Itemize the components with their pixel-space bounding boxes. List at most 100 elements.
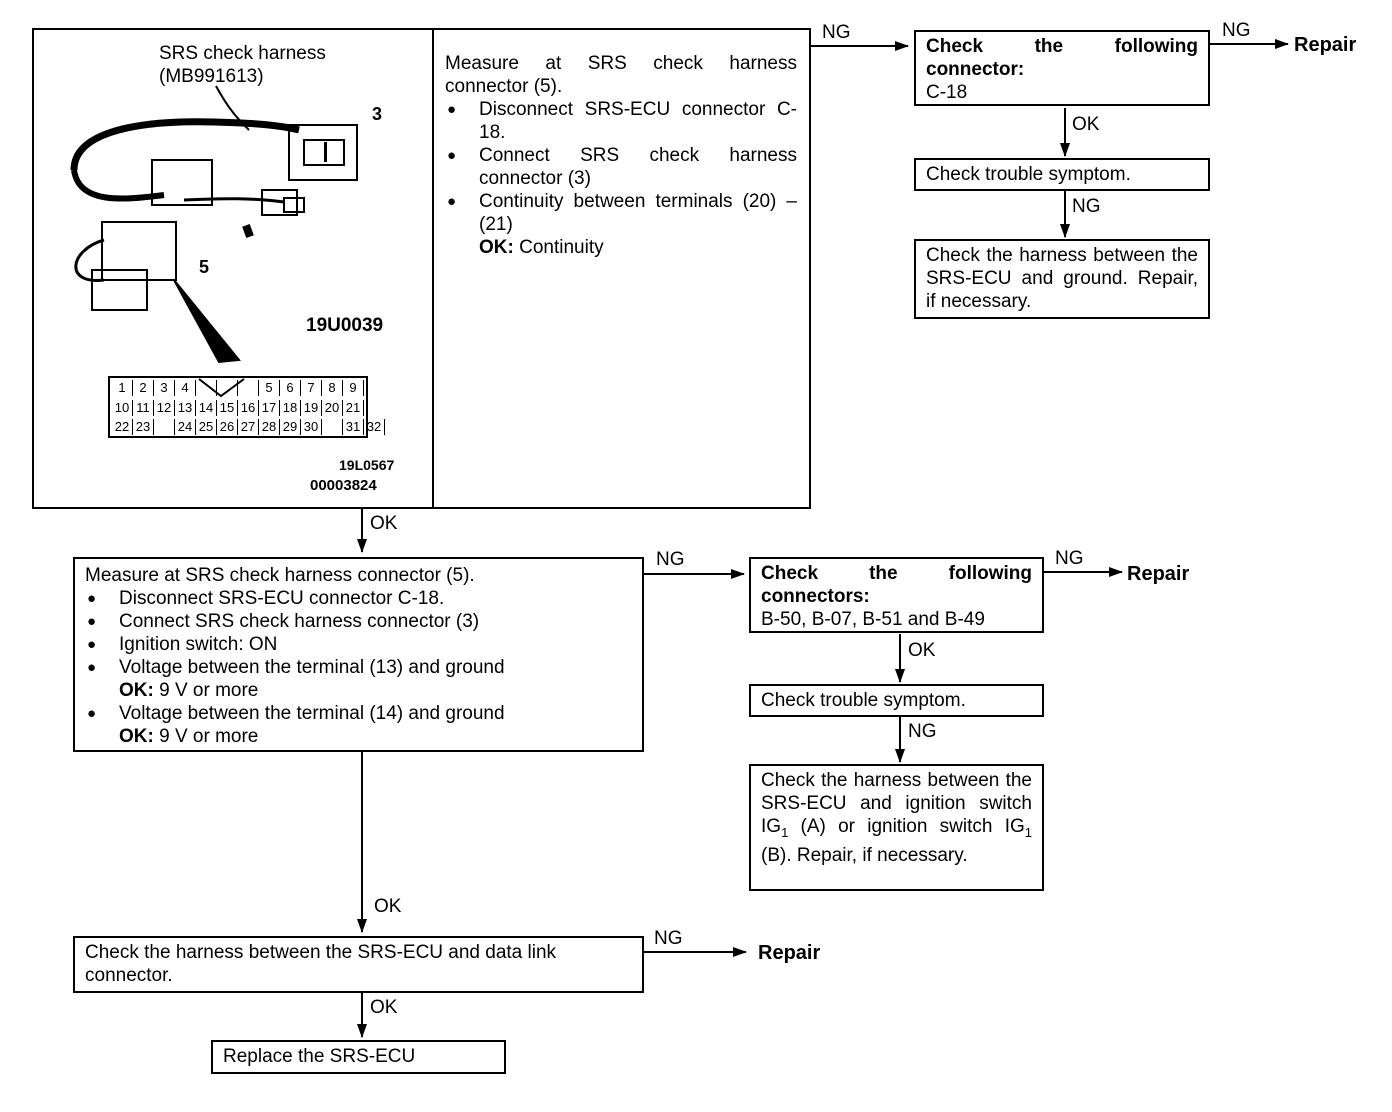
- step2-voltage-13-ok-value: 9 V or more: [159, 680, 259, 701]
- branch1-check-value: C-18: [926, 82, 968, 103]
- branch2-harness-part-1: Check the harness between the SRS-ECU an…: [761, 770, 1032, 837]
- branch1-check-connector-box: Check the following connector: C-18: [914, 30, 1210, 106]
- step2-voltage-14-ok-value: 9 V or more: [159, 726, 259, 747]
- callout-wedge: [173, 279, 241, 364]
- step2-voltage-13-ok-label: OK:: [119, 680, 154, 701]
- pin-15: 15: [217, 400, 238, 416]
- pin-5: 5: [259, 380, 280, 396]
- pin-17: 17: [259, 400, 280, 416]
- label-ok-branch2: OK: [908, 640, 936, 661]
- branch1-check-title: Check the following connector:: [926, 36, 1198, 80]
- pin-2: 2: [133, 380, 154, 396]
- pin-6: 6: [280, 380, 301, 396]
- step1-item-1: Disconnect SRS-ECU connector C-18.: [445, 98, 797, 144]
- label-ng-step2: NG: [656, 549, 685, 570]
- pin-25: 25: [196, 419, 217, 435]
- step2-item-1: Disconnect SRS-ECU connector C-18.: [85, 587, 632, 610]
- harness-title: SRS check harness: [159, 43, 326, 64]
- step2-intro: Measure at SRS check harness connector (…: [85, 565, 475, 586]
- repair-branch1: Repair: [1294, 34, 1357, 56]
- label-ng-branch1: NG: [1222, 20, 1251, 41]
- pin-9: 9: [343, 380, 364, 396]
- branch2-harness: Check the harness between the SRS-ECU an…: [761, 769, 1032, 867]
- branch1-harness: Check the harness between the SRS-ECU an…: [926, 245, 1198, 312]
- branch2-symptom: Check trouble symptom.: [761, 690, 966, 711]
- label-ng-step1: NG: [822, 22, 851, 43]
- branch2-check-connectors-box: Check the following connectors: B-50, B-…: [749, 557, 1044, 633]
- step2-voltage-14-ok: OK: 9 V or more: [119, 725, 632, 748]
- step1-box: SRS check harness (MB991613): [32, 28, 811, 509]
- connector-5-icon: [101, 221, 177, 281]
- step2-voltage-14: Voltage between the terminal (14) and gr…: [85, 702, 632, 748]
- pin-blank: [322, 419, 343, 435]
- harness-illustration: [70, 85, 368, 438]
- step1-instructions: Measure at SRS check harness connector (…: [445, 52, 797, 259]
- pin-11: 11: [133, 400, 154, 416]
- pin-1: 1: [112, 380, 133, 396]
- harness-cable: [70, 118, 300, 171]
- pin-30: 30: [301, 419, 322, 435]
- step2-list: Disconnect SRS-ECU connector C-18. Conne…: [85, 587, 632, 748]
- final-box: Replace the SRS-ECU: [211, 1040, 506, 1074]
- step1-list: Disconnect SRS-ECU connector C-18. Conne…: [445, 98, 797, 236]
- illustration-panel: SRS check harness (MB991613): [34, 30, 434, 507]
- pin-18: 18: [280, 400, 301, 416]
- pin-32: 32: [364, 419, 385, 435]
- pin-24: 24: [175, 419, 196, 435]
- harness-leader-line: [215, 85, 250, 131]
- step1-item-3: Continuity between terminals (20) – (21): [445, 190, 797, 236]
- pin-20: 20: [322, 400, 343, 416]
- label-ok-step1: OK: [370, 513, 398, 534]
- pin-12: 12: [154, 400, 175, 416]
- label-ng-branch1-symptom: NG: [1072, 196, 1101, 217]
- final-text: Replace the SRS-ECU: [223, 1046, 416, 1067]
- pin-14: 14: [196, 400, 217, 416]
- step2-voltage-14-ok-label: OK:: [119, 726, 154, 747]
- step1-ok: OK: Continuity: [445, 236, 797, 259]
- pin-10: 10: [112, 400, 133, 416]
- step2-item-3: Ignition switch: ON: [85, 633, 632, 656]
- label-ng-step3: NG: [654, 928, 683, 949]
- connector-relay-icon: [151, 159, 213, 206]
- branch2-harness-sub-2: 1: [1024, 824, 1032, 840]
- branch1-symptom-box: Check trouble symptom.: [914, 158, 1210, 191]
- step2-voltage-14-text: Voltage between the terminal (14) and gr…: [119, 703, 505, 724]
- branch2-harness-part-2: (A) or ignition switch IG: [788, 816, 1025, 837]
- pin-blank: [217, 380, 238, 396]
- pin-29: 29: [280, 419, 301, 435]
- pin-19: 19: [301, 400, 322, 416]
- branch2-check-title: Check the following connectors:: [761, 563, 1032, 607]
- label-ok-step3: OK: [370, 997, 398, 1018]
- pin-27: 27: [238, 419, 259, 435]
- step2-box: Measure at SRS check harness connector (…: [73, 557, 644, 752]
- label-ok-step2: OK: [374, 896, 402, 917]
- pin-blank: [154, 419, 175, 435]
- branch2-harness-box: Check the harness between the SRS-ECU an…: [749, 764, 1044, 891]
- figure-code-1: 19U0039: [306, 315, 384, 336]
- pin-22: 22: [112, 419, 133, 435]
- step3-text: Check the harness between the SRS-ECU an…: [85, 942, 557, 986]
- step2-voltage-13: Voltage between the terminal (13) and gr…: [85, 656, 632, 702]
- branch2-symptom-box: Check trouble symptom.: [749, 684, 1044, 717]
- step1-ok-value: Continuity: [519, 237, 604, 258]
- pin-31: 31: [343, 419, 364, 435]
- repair-branch2: Repair: [1127, 563, 1190, 585]
- pin-23: 23: [133, 419, 154, 435]
- step3-box: Check the harness between the SRS-ECU an…: [73, 936, 644, 993]
- label-ng-branch2-symptom: NG: [908, 721, 937, 742]
- harness-part-number: (MB991613): [159, 66, 264, 87]
- branch2-harness-sub-1: 1: [781, 824, 789, 840]
- pin-3: 3: [154, 380, 175, 396]
- branch2-harness-part-3: (B). Repair, if necessary.: [761, 844, 968, 866]
- connector-lower-icon: [91, 269, 148, 311]
- connector-3-label: 3: [372, 104, 383, 124]
- pin-blank: [238, 380, 259, 396]
- step2-item-2: Connect SRS check harness connector (3): [85, 610, 632, 633]
- step1-intro: Measure at SRS check harness connector (…: [445, 53, 797, 97]
- pin-8: 8: [322, 380, 343, 396]
- figure-code-2: 19L0567: [339, 457, 395, 473]
